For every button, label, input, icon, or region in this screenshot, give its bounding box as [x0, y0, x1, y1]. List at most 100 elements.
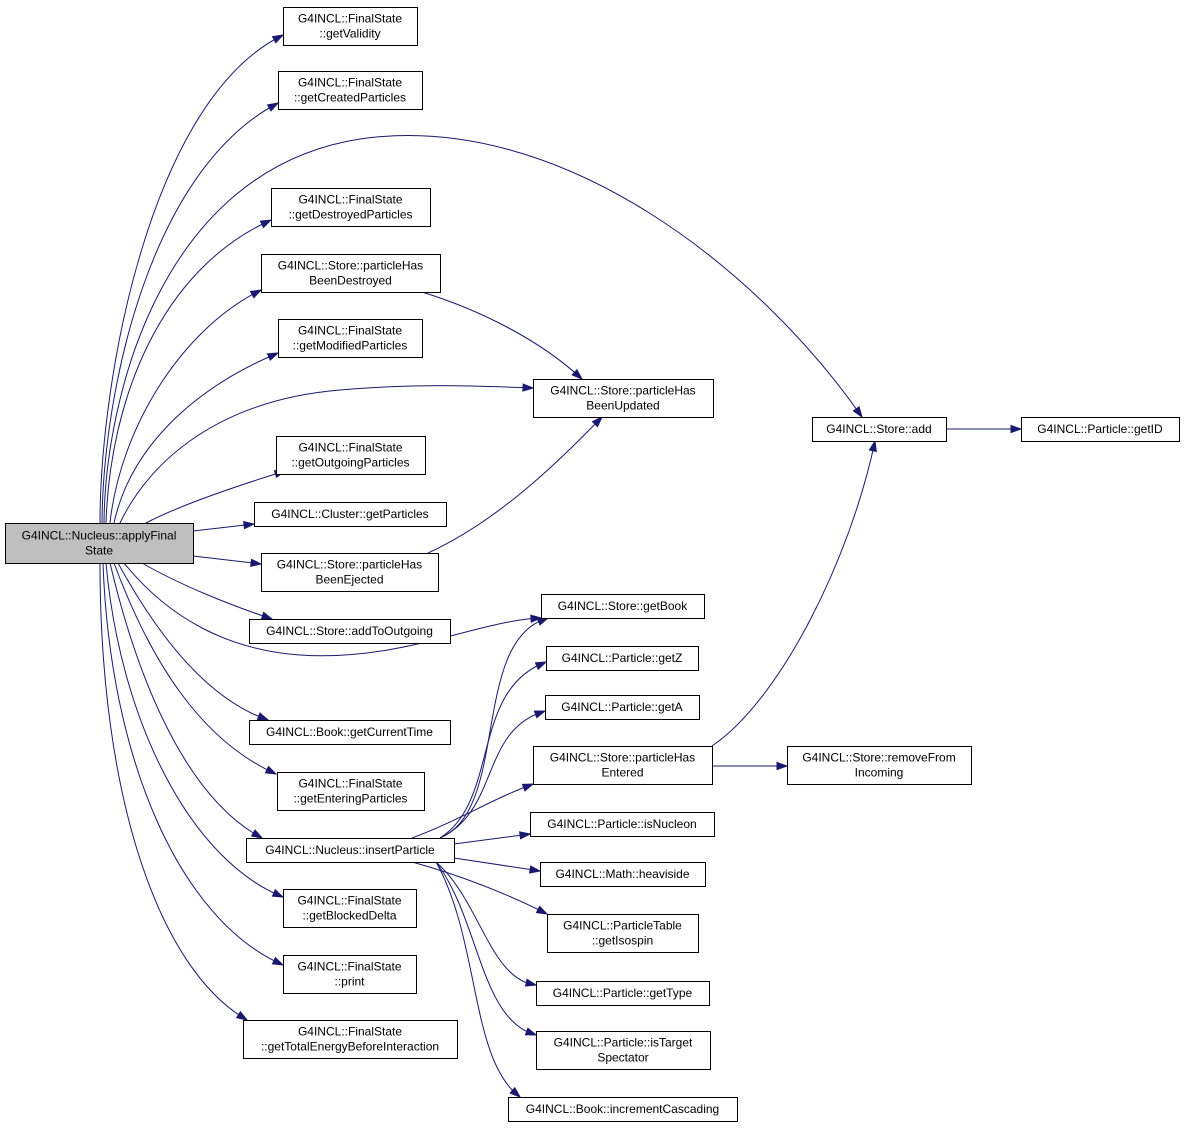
node-clusterGetParticles[interactable]: G4INCL::Cluster::getParticles	[254, 502, 447, 527]
node-storeAdd[interactable]: G4INCL::Store::add	[812, 417, 947, 442]
node-getA[interactable]: G4INCL::Particle::getA	[545, 695, 700, 720]
node-getEntering[interactable]: G4INCL::FinalState::getEnteringParticles	[277, 772, 425, 811]
edge-root-to-getCreated-arrowhead	[266, 102, 280, 112]
edge-root-to-getBlockedDelta-arrowhead	[271, 888, 285, 898]
node-label: State	[85, 544, 113, 558]
edge-root-to-phbUpdated-arrowhead	[522, 383, 535, 392]
node-box	[787, 746, 972, 785]
edge-root-to-phbDestroyed-arrowhead	[249, 289, 263, 299]
node-getBlockedDelta[interactable]: G4INCL::FinalState::getBlockedDelta	[283, 889, 417, 928]
node-label: ::getIsospin	[592, 934, 653, 948]
edge-root-to-getModified	[113, 352, 279, 524]
node-label: G4INCL::FinalState	[298, 76, 402, 90]
edge-root-to-phbUpdated	[119, 385, 534, 524]
edge-root-to-getCurrentTime-arrowhead	[256, 712, 270, 721]
edge-root-to-getEntering	[113, 562, 277, 775]
node-box	[545, 695, 700, 720]
node-heaviside[interactable]: G4INCL::Math::heaviside	[540, 862, 706, 887]
node-label: G4INCL::ParticleTable	[563, 919, 682, 933]
edge-root-to-clusterGetParticles-arrowhead	[243, 521, 256, 530]
node-label: ::getEnteringParticles	[293, 792, 407, 806]
node-label: G4INCL::FinalState	[298, 1025, 402, 1039]
node-print[interactable]: G4INCL::FinalState::print	[283, 955, 417, 994]
node-getIsospin[interactable]: G4INCL::ParticleTable::getIsospin	[547, 914, 699, 953]
edge-insertParticle-to-getBook	[439, 617, 549, 839]
node-box	[533, 746, 713, 785]
node-getBook[interactable]: G4INCL::Store::getBook	[541, 594, 705, 619]
edge-phbDestroyed-to-phbUpdated	[421, 291, 583, 380]
node-box	[283, 889, 417, 928]
node-box	[1021, 417, 1180, 442]
edge-insertParticle-to-isNucleon	[453, 833, 531, 845]
node-label: G4INCL::Nucleus::insertParticle	[265, 843, 435, 857]
node-box	[261, 254, 441, 293]
node-getCurrentTime[interactable]: G4INCL::Book::getCurrentTime	[249, 720, 451, 745]
node-box	[508, 1097, 738, 1122]
node-getID[interactable]: G4INCL::Particle::getID	[1021, 417, 1180, 442]
node-label: G4INCL::Nucleus::applyFinal	[22, 529, 177, 543]
node-getModified[interactable]: G4INCL::FinalState::getModifiedParticles	[278, 319, 423, 358]
edge-root-to-insertParticle-arrowhead	[250, 829, 264, 839]
edge-insertParticle-to-incrementCascading-arrowhead	[509, 1086, 522, 1099]
node-label: G4INCL::FinalState	[298, 777, 402, 791]
edge-root-to-getCurrentTime	[117, 562, 269, 721]
node-incrementCascading[interactable]: G4INCL::Book::incrementCascading	[508, 1097, 738, 1122]
node-label: G4INCL::FinalState	[298, 324, 402, 338]
edge-root-to-getValidity-arrowhead	[271, 34, 285, 44]
node-label: G4INCL::Cluster::getParticles	[271, 507, 428, 521]
edge-root-to-getBook-arrowhead	[530, 614, 543, 623]
node-label: G4INCL::Particle::getID	[1037, 422, 1163, 436]
edge-insertParticle-to-heaviside-arrowhead	[528, 865, 542, 874]
node-getOutgoing[interactable]: G4INCL::FinalState::getOutgoingParticles	[276, 436, 426, 475]
node-box	[533, 379, 714, 418]
edge-phbDestroyed-to-phbUpdated-arrowhead	[571, 368, 584, 381]
edge-insertParticle-to-getBook-arrowhead	[536, 617, 550, 626]
node-insertParticle[interactable]: G4INCL::Nucleus::insertParticle	[246, 838, 455, 863]
node-getValidity[interactable]: G4INCL::FinalState::getValidity	[283, 7, 418, 46]
node-box	[243, 1020, 458, 1059]
node-label: G4INCL::Math::heaviside	[555, 867, 689, 881]
edge-root-to-phbEjected	[192, 555, 262, 565]
node-label: G4INCL::Particle::getZ	[562, 651, 683, 665]
edge-insertParticle-to-phEntered	[411, 783, 534, 839]
node-isNucleon[interactable]: G4INCL::Particle::isNucleon	[530, 812, 715, 837]
node-box	[536, 1031, 711, 1070]
node-getType[interactable]: G4INCL::Particle::getType	[536, 981, 710, 1006]
node-box	[5, 523, 194, 564]
edge-insertParticle-to-isNucleon-arrowhead	[519, 831, 532, 840]
node-box	[271, 188, 431, 227]
node-label: ::getBlockedDelta	[302, 909, 396, 923]
node-box	[277, 772, 425, 811]
edge-root-to-getDestroyed-arrowhead	[259, 219, 273, 229]
node-getCreated[interactable]: G4INCL::FinalState::getCreatedParticles	[278, 71, 423, 110]
edge-insertParticle-to-getA-arrowhead	[533, 710, 547, 719]
edge-storeAdd-to-getID-arrowhead	[1010, 424, 1023, 434]
node-label: G4INCL::FinalState	[298, 12, 402, 26]
node-getDestroyed[interactable]: G4INCL::FinalState::getDestroyedParticle…	[271, 188, 431, 227]
node-getTotalEnergy[interactable]: G4INCL::FinalState::getTotalEnergyBefore…	[243, 1020, 458, 1059]
edge-insertParticle-to-incrementCascading	[435, 861, 521, 1098]
node-label: ::print	[334, 975, 365, 989]
edge-root-to-phbDestroyed	[109, 289, 262, 524]
edge-insertParticle-to-getZ-arrowhead	[534, 661, 548, 671]
edge-insertParticle-to-isTargetSpectator-arrowhead	[524, 1027, 538, 1036]
edge-insertParticle-to-getA	[439, 710, 546, 839]
node-label: G4INCL::FinalState	[298, 441, 402, 455]
edge-root-to-getEntering-arrowhead	[264, 765, 278, 775]
node-addToOutgoing[interactable]: G4INCL::Store::addToOutgoing	[249, 619, 451, 644]
node-box	[541, 594, 705, 619]
node-label: ::getTotalEnergyBeforeInteraction	[261, 1040, 439, 1054]
node-box	[276, 436, 426, 475]
node-box	[812, 417, 947, 442]
node-label: G4INCL::FinalState	[297, 894, 401, 908]
node-box	[536, 981, 710, 1006]
edge-root-to-addToOutgoing	[141, 562, 273, 620]
node-getZ[interactable]: G4INCL::Particle::getZ	[546, 646, 699, 671]
